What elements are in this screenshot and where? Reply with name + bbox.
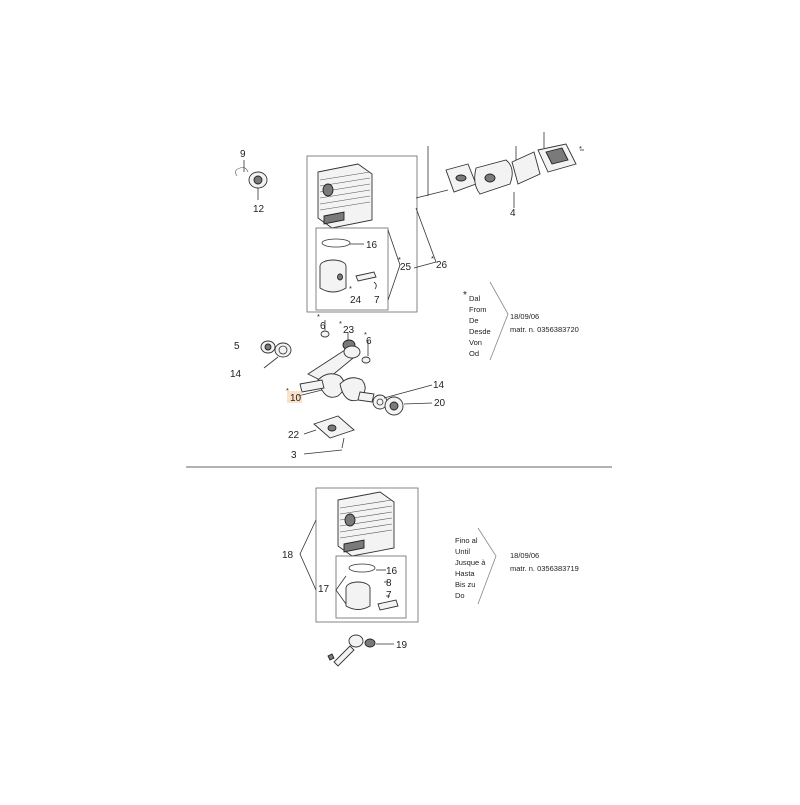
note-top-word-3: Desde bbox=[469, 327, 491, 336]
bracket-18 bbox=[299, 519, 317, 591]
label-part-12: 12 bbox=[253, 204, 265, 215]
note-bottom-word-5: Do bbox=[455, 591, 465, 600]
seal-bearing-left bbox=[260, 340, 292, 369]
label-part-5: 5 bbox=[234, 341, 240, 352]
note-bottom-word-2: Jusque à bbox=[455, 558, 486, 567]
bracket-26 bbox=[413, 207, 437, 269]
label-part-22: 22 bbox=[288, 430, 300, 441]
note-top-star: * bbox=[463, 290, 467, 301]
label-part-14-right: 14 bbox=[433, 380, 445, 391]
label-part-25: 25 bbox=[400, 262, 412, 273]
fitting-part-9-12 bbox=[235, 160, 268, 200]
label-part-14-left: 14 bbox=[230, 369, 242, 380]
bracket-17 bbox=[335, 575, 347, 605]
label-part-19: 19 bbox=[396, 640, 408, 651]
note-bottom-word-0: Fino al bbox=[455, 536, 478, 545]
label-part-24: 24 bbox=[350, 295, 362, 306]
label-part-8: 8 bbox=[386, 578, 392, 589]
label-part-6-b: 6 bbox=[366, 336, 372, 347]
label-part-26: 26 bbox=[436, 260, 448, 271]
note-bottom-word-4: Bis zu bbox=[455, 580, 475, 589]
note-top-word-4: Von bbox=[469, 338, 482, 347]
intake-part-22 bbox=[303, 415, 355, 455]
note-top-word-2: De bbox=[469, 316, 479, 325]
label-part-16-top: 16 bbox=[366, 240, 378, 251]
seal-bearing-right bbox=[372, 384, 433, 416]
piston-assembly-top bbox=[319, 238, 377, 293]
star-26: * bbox=[431, 254, 434, 263]
note-top-date: 18/09/06 bbox=[510, 312, 539, 321]
label-part-7-bottom: 7 bbox=[386, 590, 392, 601]
note-top-word-0: Dal bbox=[469, 294, 481, 303]
star-muffler: * bbox=[579, 144, 582, 153]
label-part-23: 23 bbox=[343, 325, 355, 336]
bracket-25 bbox=[387, 229, 401, 301]
label-part-4: 4 bbox=[510, 208, 516, 219]
cylinder-assembly-bottom bbox=[315, 487, 419, 623]
connecting-rod-bottom bbox=[327, 634, 394, 667]
label-part-3: 3 bbox=[291, 450, 297, 461]
crankshaft-part-10 bbox=[297, 345, 375, 403]
star-23: * bbox=[339, 319, 342, 328]
star-25: * bbox=[398, 255, 401, 264]
note-bottom-serial: matr. n. 0356383719 bbox=[510, 564, 579, 573]
cylinder-part bbox=[306, 155, 418, 313]
star-6b: * bbox=[364, 330, 367, 339]
note-bottom-word-3: Hasta bbox=[455, 569, 475, 578]
star-6a: * bbox=[317, 312, 320, 321]
note-top-word-5: Od bbox=[469, 349, 479, 358]
label-part-6-a: 6 bbox=[320, 321, 326, 332]
star-24: * bbox=[349, 284, 352, 293]
label-part-18: 18 bbox=[282, 550, 294, 561]
muffler-part-4 bbox=[415, 132, 584, 208]
note-top-word-1: From bbox=[469, 305, 487, 314]
highlight-part-10 bbox=[287, 391, 302, 403]
label-part-20: 20 bbox=[434, 398, 446, 409]
note-top-serial: matr. n. 0356383720 bbox=[510, 325, 579, 334]
star-10: * bbox=[286, 386, 289, 395]
label-part-16-bottom: 16 bbox=[386, 566, 398, 577]
note-bottom-date: 18/09/06 bbox=[510, 551, 539, 560]
note-bottom: Fino al Until Jusque à Hasta Bis zu Do 1… bbox=[455, 527, 579, 605]
note-top: * Dal From De Desde Von Od 18/09/06 matr… bbox=[463, 281, 579, 361]
label-part-10: 10 bbox=[290, 393, 302, 404]
label-part-7-top: 7 bbox=[374, 295, 380, 306]
label-part-17: 17 bbox=[318, 584, 330, 595]
note-bottom-word-1: Until bbox=[455, 547, 470, 556]
label-part-9: 9 bbox=[240, 149, 246, 160]
